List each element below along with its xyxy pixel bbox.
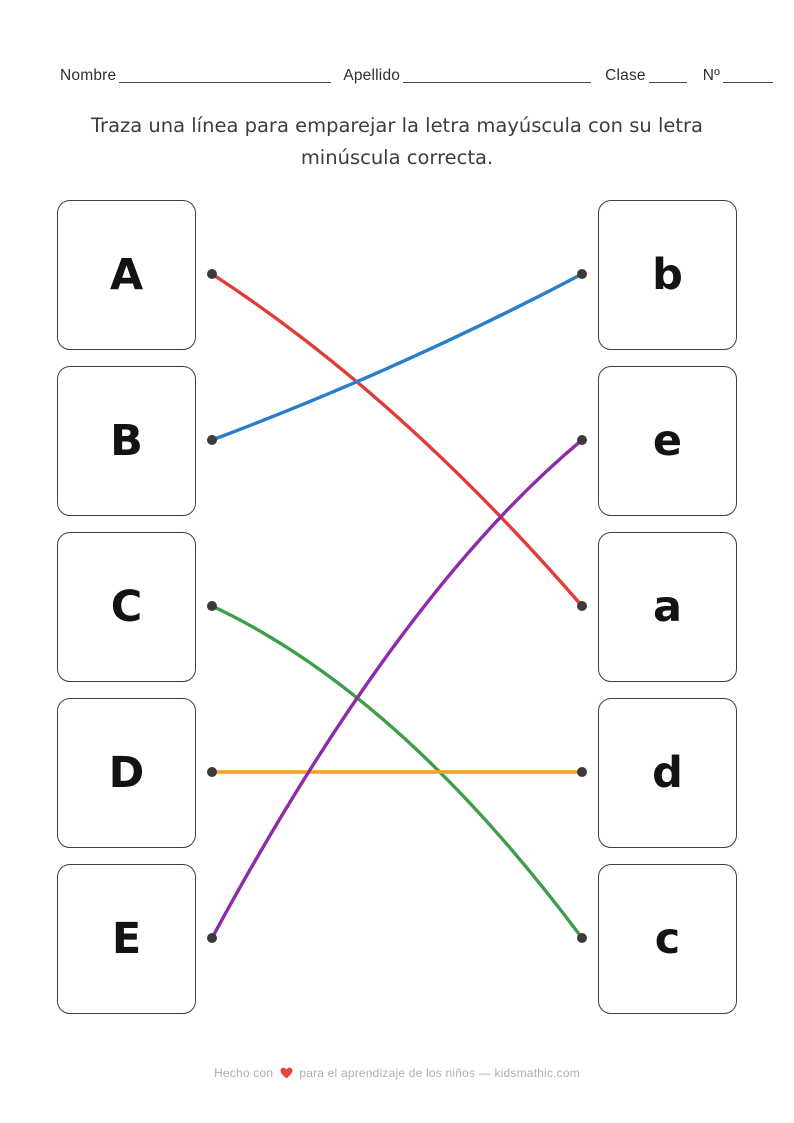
endpoint-dot-D: [207, 767, 217, 777]
uppercase-letter: A: [109, 249, 144, 300]
endpoint-dot-d: [577, 767, 587, 777]
connection-line-C-c: [210, 604, 584, 940]
clase-write-line: [648, 81, 687, 83]
connection-line-A-a: [210, 272, 584, 608]
lowercase-box-d: d: [598, 698, 737, 848]
clase-label: Clase: [605, 67, 646, 84]
nombre-label: Nombre: [60, 67, 117, 84]
uppercase-letter: C: [110, 581, 143, 632]
endpoint-dot-E: [207, 933, 217, 943]
lowercase-letter: a: [652, 581, 683, 632]
endpoint-dot-c: [577, 933, 587, 943]
numero-write-line: [723, 81, 773, 83]
apellido-write-line: [403, 81, 592, 83]
lowercase-letter: b: [652, 249, 683, 300]
uppercase-letter: E: [111, 913, 142, 964]
endpoint-dot-a: [577, 601, 587, 611]
connection-line-E-e: [210, 438, 584, 940]
lowercase-box-e: e: [598, 366, 737, 516]
uppercase-box-A: A: [57, 200, 196, 350]
nombre-write-line: [119, 81, 332, 83]
endpoint-dot-A: [207, 269, 217, 279]
endpoint-dot-b: [577, 269, 587, 279]
footer-credit: Hecho con para el aprendizaje de los niñ…: [0, 1066, 794, 1080]
numero-label: Nº: [702, 67, 720, 84]
lowercase-letter: c: [654, 913, 681, 964]
footer-text-after: para el aprendizaje de los niños — kidsm…: [299, 1066, 580, 1080]
endpoint-dot-B: [207, 435, 217, 445]
uppercase-box-E: E: [57, 864, 196, 1014]
uppercase-letter: D: [108, 747, 145, 798]
heart-icon: [280, 1067, 293, 1079]
lowercase-letter: e: [652, 415, 683, 466]
lowercase-box-a: a: [598, 532, 737, 682]
lowercase-box-c: c: [598, 864, 737, 1014]
uppercase-box-B: B: [57, 366, 196, 516]
lowercase-letter: d: [652, 747, 683, 798]
connection-line-B-b: [210, 272, 584, 442]
apellido-label: Apellido: [343, 67, 401, 84]
footer-text-before: Hecho con: [214, 1066, 274, 1080]
uppercase-box-C: C: [57, 532, 196, 682]
uppercase-box-D: D: [57, 698, 196, 848]
uppercase-letter: B: [110, 415, 143, 466]
instruction-text: Traza una línea para emparejar la letra …: [91, 114, 703, 170]
header-fields-row: Nombre Apellido Clase Nº: [60, 62, 778, 86]
endpoint-dot-e: [577, 435, 587, 445]
lowercase-box-b: b: [598, 200, 737, 350]
endpoint-dot-C: [207, 601, 217, 611]
